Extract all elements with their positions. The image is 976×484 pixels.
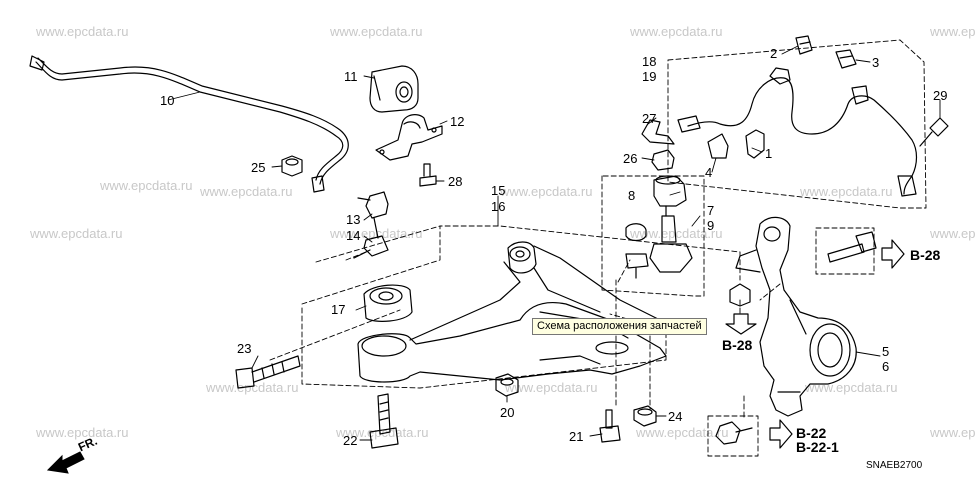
part-label-18[interactable]: 18	[642, 54, 657, 69]
hub-bolt-part[interactable]	[715, 421, 753, 445]
stabilizer-bar-part[interactable]	[29, 55, 349, 193]
leader-lines	[167, 45, 941, 441]
part-label-27[interactable]: 27	[642, 111, 657, 126]
part-label-20[interactable]: 20	[500, 405, 515, 420]
guide-lines	[269, 39, 927, 457]
part-label-5[interactable]: 5	[882, 344, 890, 359]
part-label-9[interactable]: 9	[707, 218, 715, 233]
part-label-6[interactable]: 6	[882, 359, 890, 374]
flange-nut-part[interactable]	[633, 405, 657, 427]
vertical-bolt-part[interactable]	[369, 393, 399, 449]
watermark: www.epcdata.ru	[930, 226, 976, 241]
watermark: www.epcdata.ru	[100, 178, 193, 193]
part-label-11[interactable]: 11	[344, 69, 358, 84]
part-label-26[interactable]: 26	[623, 151, 638, 166]
part-label-16[interactable]: 16	[491, 199, 506, 214]
sensor-bolt-part[interactable]	[919, 117, 949, 147]
watermark: www.epcdata.ru	[200, 184, 293, 199]
watermark: www.epcdata.ru	[630, 226, 723, 241]
part-label-17[interactable]: 17	[331, 302, 346, 317]
watermark: www.epcdata.ru	[206, 380, 299, 395]
arrow-right-icon	[769, 419, 793, 449]
knuckle-nut-part[interactable]	[729, 283, 751, 307]
part-label-3[interactable]: 3	[872, 55, 880, 70]
watermark: www.epcdata.ru	[330, 24, 423, 39]
arrow-left-icon	[46, 451, 85, 474]
part-label-15[interactable]: 15	[491, 183, 506, 198]
ball-joint-part[interactable]	[625, 215, 693, 279]
reference-arrows	[725, 239, 905, 449]
part-label-13[interactable]: 13	[346, 212, 361, 227]
reference-link-b22[interactable]: B-22	[796, 425, 827, 441]
lower-arm-part[interactable]	[357, 241, 667, 383]
bolt-part[interactable]	[419, 163, 437, 187]
part-label-7[interactable]: 7	[707, 203, 715, 218]
part-label-12[interactable]: 12	[450, 114, 465, 129]
compliance-bushing-part[interactable]	[363, 284, 413, 322]
clip-part[interactable]	[641, 119, 675, 171]
watermark: www.epcdata.ru	[500, 184, 593, 199]
part-label-2[interactable]: 2	[770, 46, 778, 61]
diagram-code: SNAEB2700	[866, 460, 923, 471]
sensor-clip-part[interactable]	[795, 35, 813, 55]
part-label-19[interactable]: 19	[642, 69, 657, 84]
part-label-4[interactable]: 4	[705, 165, 713, 180]
watermark: www.epcdata.ru	[930, 24, 976, 39]
knuckle-bolt-part[interactable]	[827, 231, 877, 263]
arrow-right-icon	[881, 239, 905, 269]
steering-knuckle-part[interactable]	[735, 216, 857, 417]
watermark: www.epcdata.ru	[630, 24, 723, 39]
long-bolt-part[interactable]	[235, 355, 301, 389]
bolt-part[interactable]	[599, 409, 621, 443]
watermark: www.epcdata.ru	[505, 380, 598, 395]
watermark: www.epcdata.ru	[36, 425, 129, 440]
part-label-29[interactable]: 29	[933, 88, 948, 103]
watermark: www.epcdata.ru	[36, 24, 129, 39]
bushing-holder-part[interactable]	[375, 114, 443, 161]
wheel-sensor-harness-part[interactable]	[677, 67, 918, 197]
watermark: www.epcdata.ru	[930, 425, 976, 440]
tooltip: Схема расположения запчастей	[532, 318, 707, 335]
part-label-25[interactable]: 25	[251, 160, 266, 175]
part-label-24[interactable]: 24	[668, 409, 683, 424]
part-label-10[interactable]: 10	[160, 93, 175, 108]
part-label-28[interactable]: 28	[448, 174, 463, 189]
sensor-bracket-part[interactable]	[707, 129, 765, 159]
watermark: www.epcdata.ru	[30, 226, 123, 241]
part-label-23[interactable]: 23	[237, 341, 252, 356]
arrow-down-icon	[725, 313, 757, 335]
stabilizer-bushing-part[interactable]	[369, 65, 419, 113]
reference-link-b22-1[interactable]: B-22-1	[796, 439, 839, 455]
part-label-14[interactable]: 14	[346, 228, 361, 243]
watermark: www.epcdata.ru	[330, 226, 423, 241]
part-label-22[interactable]: 22	[343, 433, 358, 448]
reference-link-b28[interactable]: B-28	[910, 247, 941, 263]
part-label-21[interactable]: 21	[569, 429, 584, 444]
front-direction-arrow	[46, 451, 85, 474]
sensor-clip-part[interactable]	[835, 49, 857, 69]
watermark: www.epcdata.ru	[336, 425, 429, 440]
part-label-1[interactable]: 1	[765, 146, 773, 161]
watermark: www.epcdata.ru	[800, 184, 893, 199]
flange-nut-part[interactable]	[495, 373, 519, 397]
reference-link-b28[interactable]: B-28	[722, 337, 753, 353]
watermark: www.epcdata.ru	[636, 425, 729, 440]
nut-part[interactable]	[281, 155, 303, 177]
part-label-8[interactable]: 8	[628, 188, 636, 203]
